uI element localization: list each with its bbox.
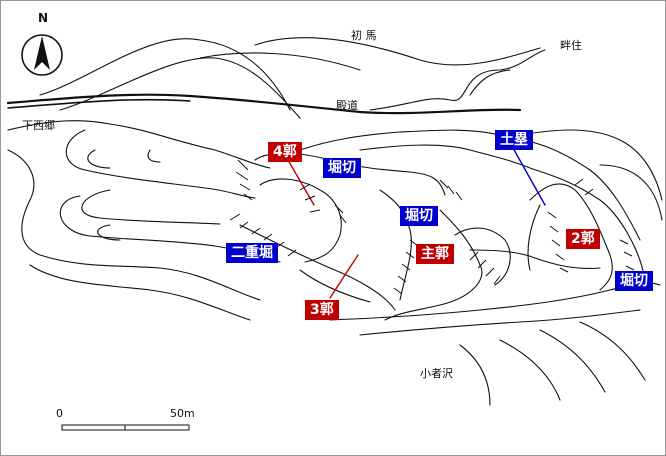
place-hatsuma: 初 馬 xyxy=(351,29,377,42)
contour-line xyxy=(87,149,111,169)
slope-hatching xyxy=(235,159,347,224)
slope-hatching xyxy=(229,213,297,257)
leader-line xyxy=(287,159,315,206)
label-shukuruwa: 主郭 xyxy=(416,244,454,264)
castle-outline xyxy=(469,249,601,269)
contour-line xyxy=(29,264,251,321)
slope-hatching xyxy=(469,251,501,285)
contour-line xyxy=(369,49,546,111)
place-kojazawa: 小者沢 xyxy=(420,367,453,380)
contour-line xyxy=(97,224,121,241)
contour-line xyxy=(7,149,261,301)
contour-line xyxy=(65,129,256,199)
castle-outline xyxy=(379,189,412,301)
contour-line xyxy=(539,329,606,393)
label-horikiri-1: 堀切 xyxy=(323,158,361,178)
leader-line xyxy=(512,147,546,206)
label-kuruwa3: 3郭 xyxy=(305,300,339,320)
contour-line xyxy=(359,144,646,281)
contour-line xyxy=(199,52,361,71)
castle-outline xyxy=(239,224,396,311)
contour-line xyxy=(499,339,561,401)
label-horikiri-3: 堀切 xyxy=(615,271,653,291)
slope-hatching xyxy=(439,179,635,271)
scale-start-label: 0 xyxy=(56,407,63,420)
contour-line xyxy=(254,37,541,66)
place-tonomichi: 殿道 xyxy=(336,99,358,112)
contour-line xyxy=(599,164,663,221)
leader-line xyxy=(329,254,359,299)
contour-line xyxy=(579,321,646,381)
castle-outline xyxy=(529,183,613,291)
contour-line xyxy=(147,149,161,163)
label-horikiri-2: 堀切 xyxy=(400,206,438,226)
contour-line xyxy=(81,189,221,225)
castle-outline xyxy=(454,227,511,286)
contour-line xyxy=(469,69,511,96)
contour-line xyxy=(299,129,641,241)
castle-outline xyxy=(299,269,371,303)
slope-hatching xyxy=(393,239,419,295)
scale-bar xyxy=(61,424,190,431)
castle-outline xyxy=(384,209,483,321)
contour-line xyxy=(7,120,271,169)
place-azezumi: 畔住 xyxy=(560,39,582,52)
label-nijubori: 二重堀 xyxy=(226,243,278,263)
north-arrow-icon xyxy=(34,36,50,70)
label-dorui: 土塁 xyxy=(495,130,533,150)
compass-north-label: N xyxy=(38,11,49,25)
label-kuruwa2: 2郭 xyxy=(566,229,600,249)
scale-end-label: 50m xyxy=(170,407,195,420)
contour-line xyxy=(329,282,661,321)
castle-outline xyxy=(527,204,541,271)
contour-line xyxy=(359,309,641,336)
place-shimosaigo: 下西郷 xyxy=(22,119,55,132)
contour-line xyxy=(459,344,491,406)
contour-line xyxy=(59,57,301,119)
road-line xyxy=(7,98,191,109)
contour-line xyxy=(519,129,663,201)
contour-line xyxy=(39,38,291,111)
label-kuruwa4: 4郭 xyxy=(268,142,302,162)
slope-hatching xyxy=(547,178,594,273)
road-line xyxy=(6,93,522,115)
